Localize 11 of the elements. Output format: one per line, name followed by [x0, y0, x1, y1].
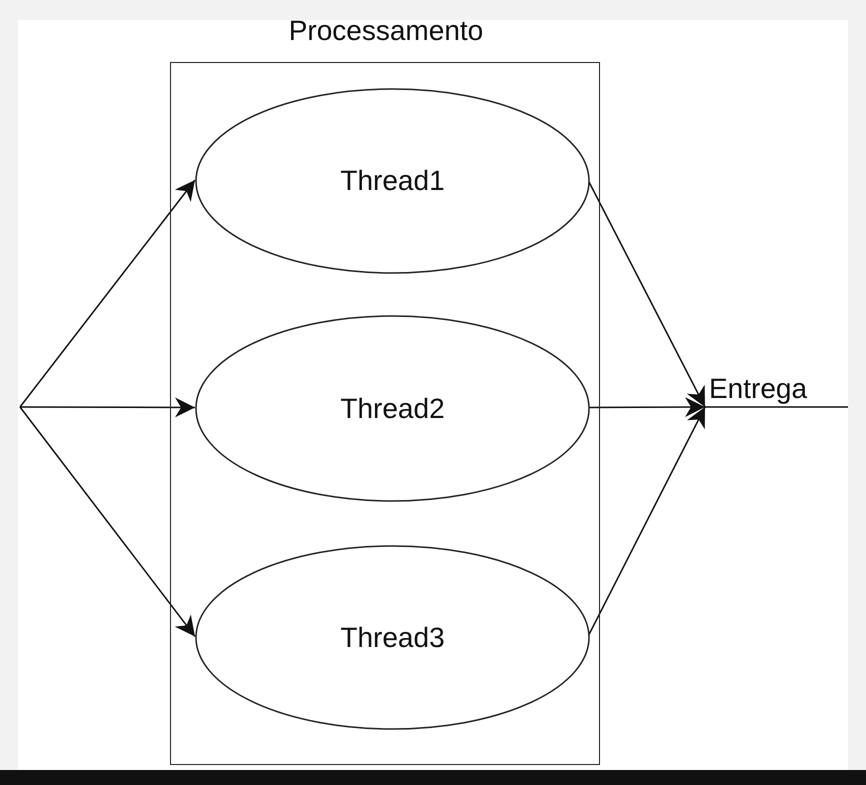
- thread-label: Thread3: [340, 622, 445, 654]
- arrow: [19, 180, 196, 408]
- group-title: Processamento: [288, 15, 484, 47]
- thread-label: Thread2: [340, 392, 445, 424]
- arrow: [19, 406, 196, 637]
- line: [705, 406, 848, 408]
- arrow: [588, 397, 705, 418]
- arrow: [587, 406, 706, 637]
- arrow: [20, 397, 195, 418]
- thread-label: Thread1: [340, 165, 445, 197]
- output-label: Entrega: [709, 373, 808, 405]
